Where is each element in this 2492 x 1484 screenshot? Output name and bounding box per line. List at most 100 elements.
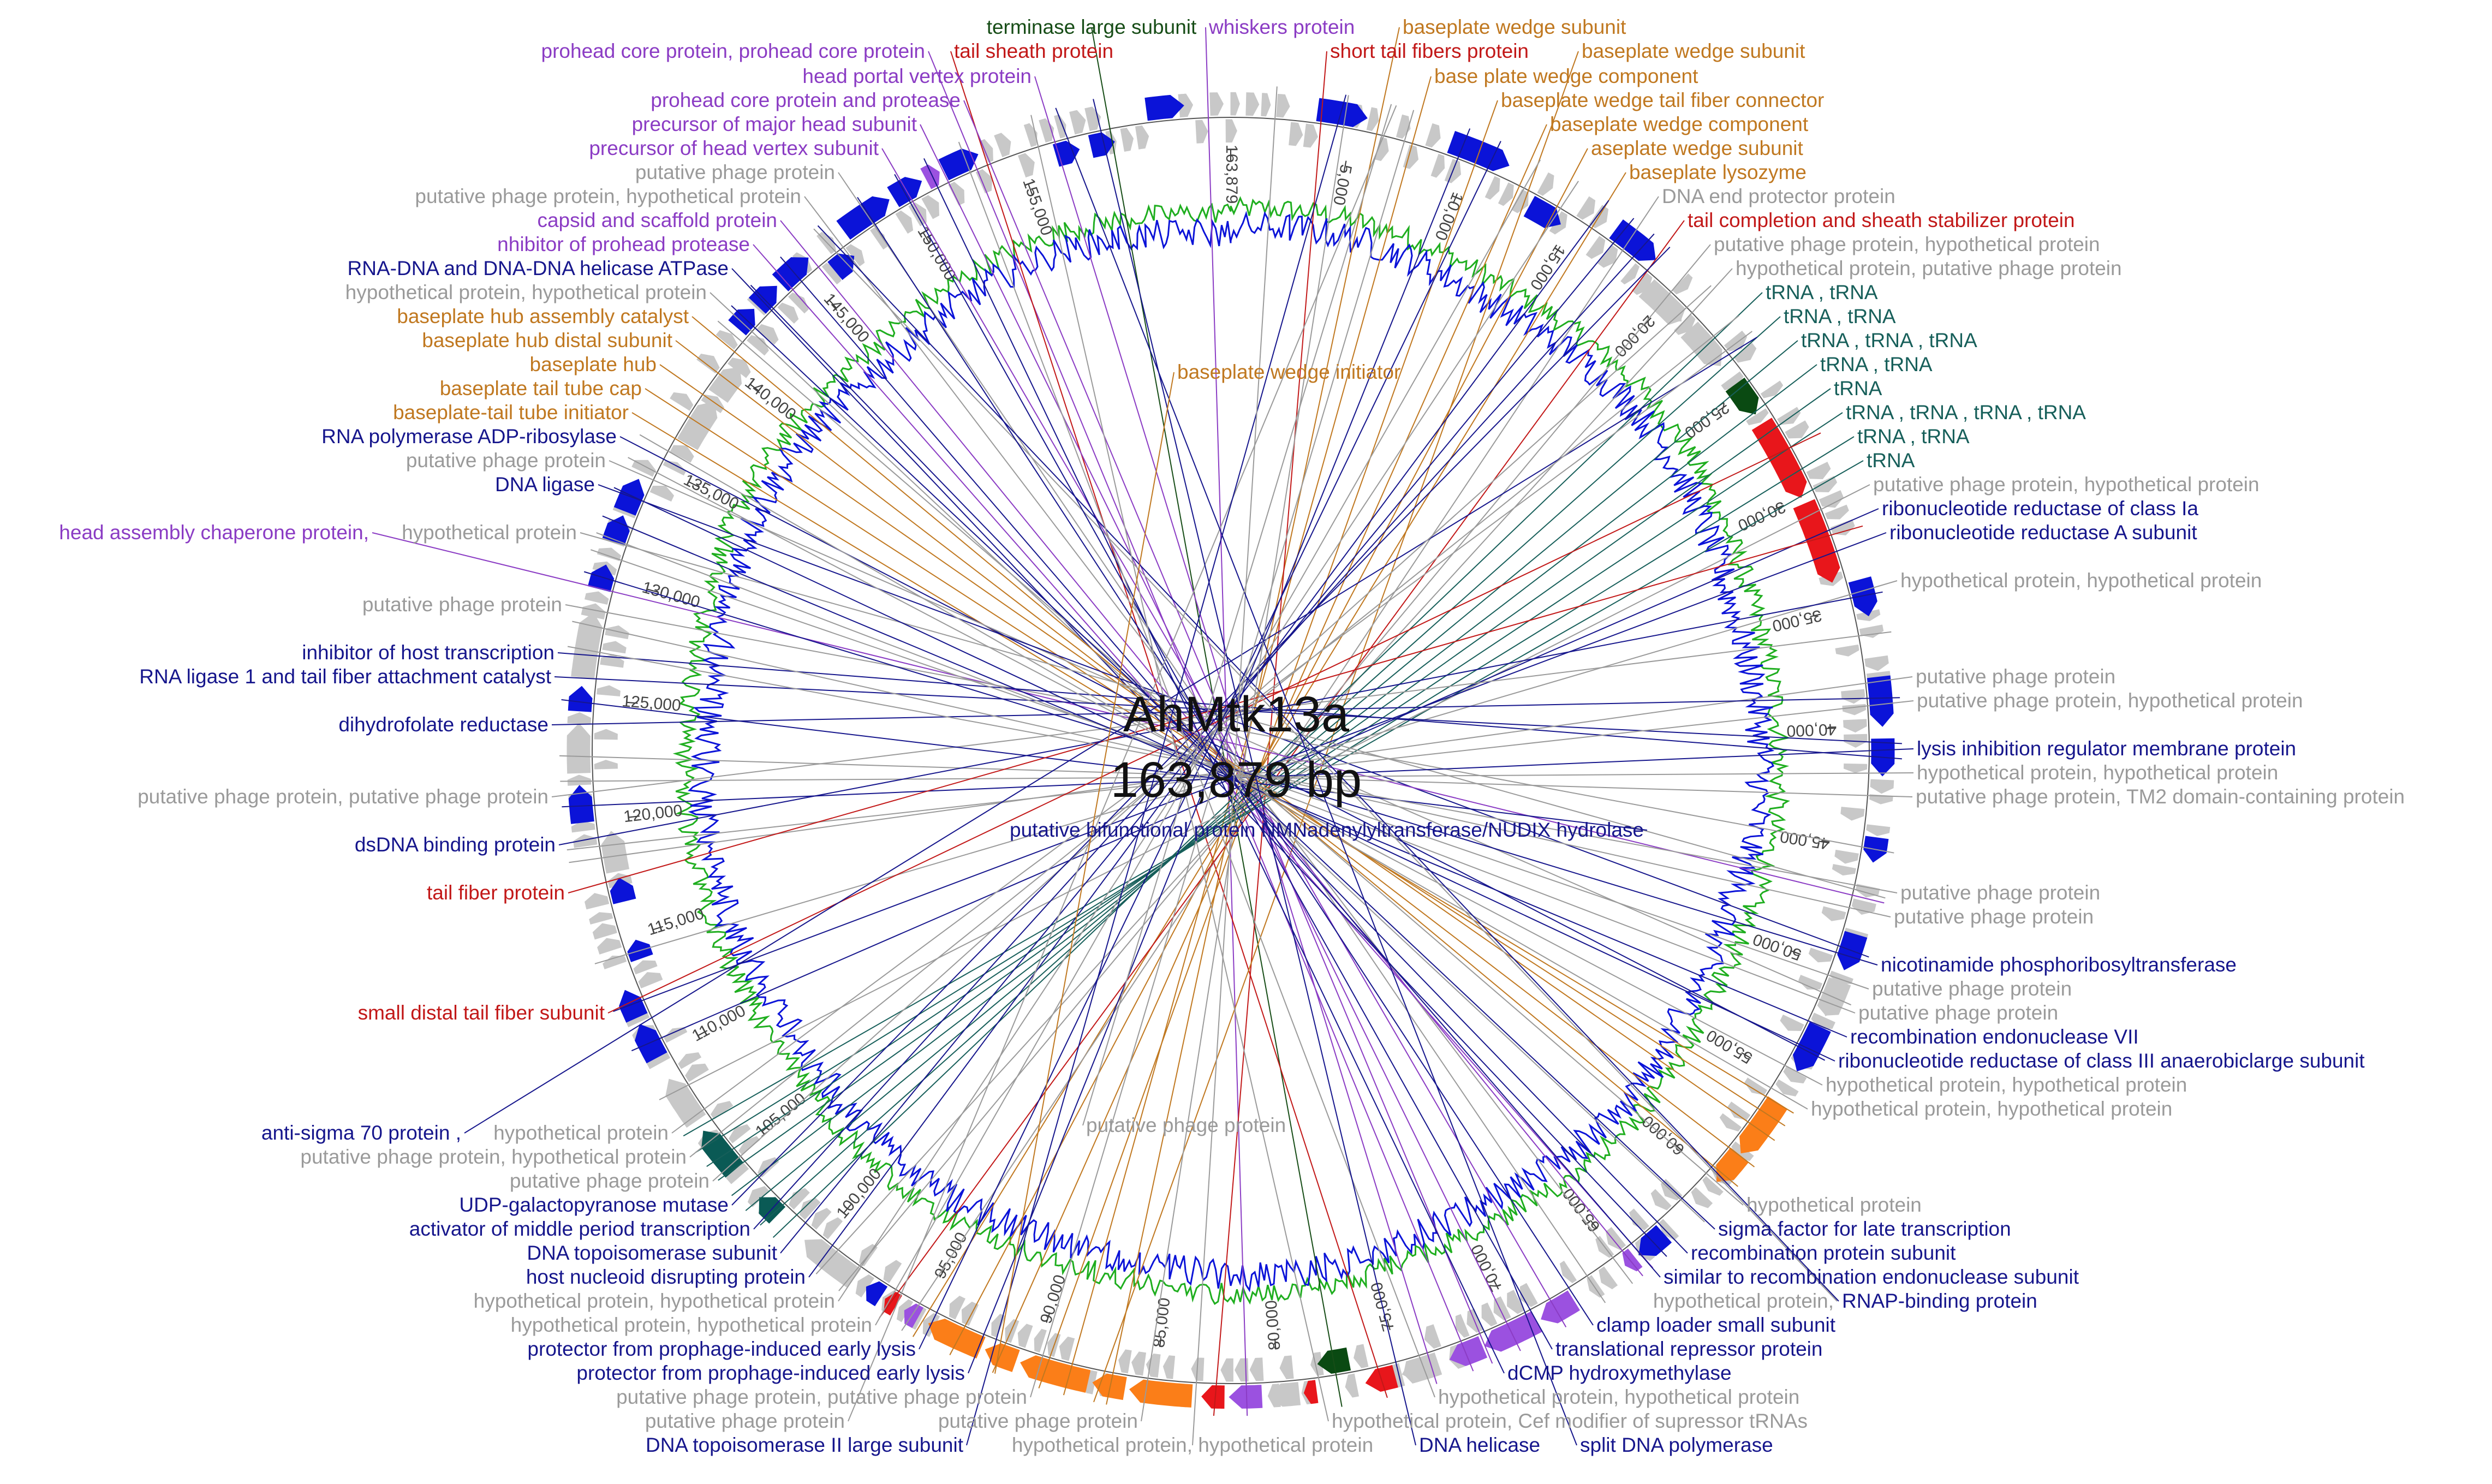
filler-gene xyxy=(777,302,799,324)
tick-mark xyxy=(1825,728,1837,729)
filler-gene xyxy=(822,1217,843,1239)
gene-label: host nucleoid disrupting protein xyxy=(526,1266,806,1288)
gene-orange xyxy=(985,1343,1020,1372)
gene-label: translational repressor protein xyxy=(1555,1338,1822,1360)
gc-skew-trace xyxy=(688,211,1775,1292)
leader-line xyxy=(857,196,1594,1326)
leader-line xyxy=(372,532,1885,904)
filler-gene xyxy=(1659,1219,1679,1241)
filler-gene xyxy=(949,1296,965,1320)
leader-line xyxy=(994,372,1175,1374)
gene-label: putative phage protein, hypothetical pro… xyxy=(1714,233,2100,255)
filler-gene xyxy=(633,960,658,975)
gene-grey xyxy=(708,367,742,403)
leader-line xyxy=(958,141,1435,1398)
gene-label: tail completion and sheath stabilizer pr… xyxy=(1688,209,2075,231)
gene-label: dsDNA binding protein xyxy=(355,833,556,856)
gene-purple xyxy=(920,164,940,189)
gene-label: hypothetical protein, xyxy=(1653,1290,1834,1312)
filler-gene xyxy=(1870,779,1894,794)
tick-label: 105,000 xyxy=(752,1089,809,1141)
leader-line xyxy=(753,233,1655,1230)
filler-gene xyxy=(855,1274,875,1298)
filler-gene xyxy=(581,603,606,619)
leader-line xyxy=(1055,108,1577,1446)
gene-red xyxy=(1751,418,1807,498)
gene-red xyxy=(1793,499,1840,583)
filler-gene xyxy=(1702,1176,1724,1196)
tick-mark xyxy=(1741,1052,1751,1059)
filler-gene xyxy=(1855,884,1880,898)
gene-label: DNA end protector protein xyxy=(1662,185,1895,207)
gene-label: aseplate wedge subunit xyxy=(1591,137,1804,159)
filler-gene xyxy=(573,834,598,848)
leader-line xyxy=(619,436,1826,1061)
gene-label: hypothetical protein xyxy=(1746,1194,1922,1216)
filler-gene xyxy=(1819,490,1844,508)
gene-label: putative phage protein xyxy=(406,449,606,472)
leader-line xyxy=(671,331,1752,1134)
gene-purple xyxy=(1229,1385,1263,1409)
gene-blue xyxy=(568,785,594,824)
tick-mark xyxy=(922,233,929,243)
leader-line xyxy=(813,228,1838,1302)
filler-gene xyxy=(1844,763,1868,773)
gene-label: baseplate-tail tube initiator xyxy=(393,401,629,424)
filler-gene xyxy=(1650,1189,1672,1211)
filler-gene xyxy=(1146,1353,1161,1378)
filler-gene xyxy=(1069,110,1086,135)
tick-mark xyxy=(1046,1312,1051,1323)
leader-line xyxy=(992,124,1547,1373)
filler-gene xyxy=(1354,1344,1369,1368)
gene-label: baseplate wedge subunit xyxy=(1403,16,1626,38)
leader-line xyxy=(928,51,1474,1372)
leader-line xyxy=(966,94,1347,1446)
filler-gene xyxy=(1808,947,1833,963)
filler-gene xyxy=(1724,330,1748,351)
gene-label: head portal vertex protein xyxy=(802,65,1032,87)
gene-blue xyxy=(587,564,615,592)
filler-gene xyxy=(747,335,769,356)
gene-label: hypothetical protein, hypothetical prote… xyxy=(1900,569,2262,592)
gene-blue xyxy=(1609,219,1656,261)
filler-gene xyxy=(1841,689,1865,704)
gene-label: DNA topoisomerase II large subunit xyxy=(646,1434,964,1456)
filler-gene xyxy=(631,460,656,477)
tick-mark xyxy=(697,1030,708,1036)
filler-gene xyxy=(649,486,675,502)
leader-line xyxy=(590,549,1869,990)
gene-label: baseplate wedge tail fiber connector xyxy=(1501,89,1824,111)
gene-label: RNAP-binding protein xyxy=(1842,1290,2037,1312)
leader-line xyxy=(817,225,1839,1302)
filler-gene xyxy=(1230,92,1240,116)
gene-grey xyxy=(601,831,629,869)
leader-line xyxy=(919,141,1501,1350)
tick-label: 100,000 xyxy=(833,1165,885,1222)
leader-line xyxy=(639,434,1808,1110)
leader-line xyxy=(717,320,1744,1206)
gene-label: hypothetical protein, hypothetical prote… xyxy=(345,281,707,303)
gene-label: DNA topoisomerase subunit xyxy=(527,1242,777,1264)
gene-label: putative phage protein xyxy=(938,1410,1138,1432)
gene-label: putative phage protein, hypothetical pro… xyxy=(300,1146,687,1168)
gene-label: precursor of major head subunit xyxy=(632,113,917,135)
gene-label: tail fiber protein xyxy=(427,881,565,904)
leader-line xyxy=(572,621,1891,917)
gene-grey xyxy=(1268,1382,1301,1407)
tick-mark xyxy=(1554,246,1561,256)
filler-gene xyxy=(1276,93,1290,118)
tick-label: 80,000 xyxy=(1262,1300,1284,1351)
gene-label: baseplate hub distal subunit xyxy=(422,329,672,351)
gene-purple xyxy=(1541,1290,1580,1324)
leader-line xyxy=(838,244,1711,1291)
gene-orange xyxy=(928,1319,986,1359)
gene-label: ribonucleotide reductase of class III an… xyxy=(1838,1050,2365,1072)
filler-gene xyxy=(584,591,609,605)
filler-gene xyxy=(1289,122,1303,146)
gene-label: RNA polymerase ADP-ribosylase xyxy=(321,425,617,448)
gene-label: base plate wedge component xyxy=(1434,65,1698,87)
gene-darkgreen xyxy=(1317,1347,1351,1374)
filler-gene xyxy=(1507,1290,1525,1314)
leader-line xyxy=(1030,115,1329,1422)
filler-gene xyxy=(1660,1178,1683,1201)
